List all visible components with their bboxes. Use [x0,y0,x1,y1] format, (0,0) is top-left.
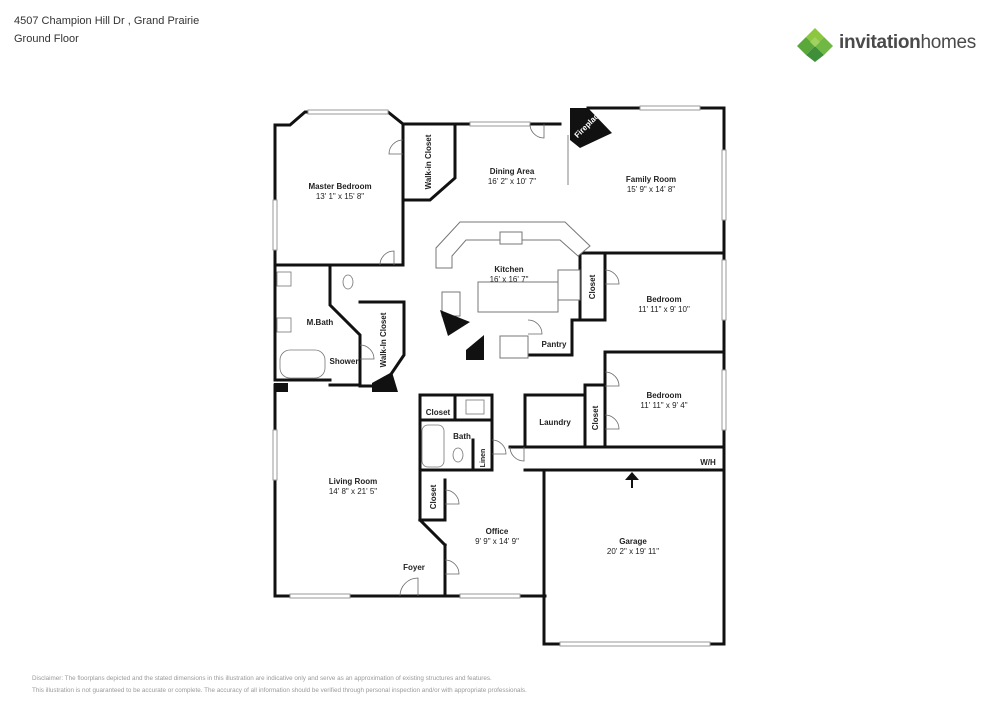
room-name-laundry: Laundry [539,418,571,427]
room-name-master-bedroom: Master Bedroom [308,182,371,191]
room-name-wh: W/H [700,458,716,467]
disclaimer-line-2: This illustration is not guaranteed to b… [32,687,527,694]
room-name-dining-area: Dining Area [490,167,535,176]
room-name-closet-hall: Closet [426,408,451,417]
window [721,259,727,321]
garage-entry-arrow-icon [625,472,639,488]
wall-interior [273,122,405,267]
door [604,371,620,387]
room-dim-family-room: 15' 9" x 14' 8" [627,185,675,194]
sink [276,317,292,333]
garage-door [559,641,711,647]
window [721,369,727,431]
logo-text-bold: invitation [839,32,921,53]
invitation-homes-logo: invitationhomes [797,25,982,65]
room-name-m-bath: M.Bath [307,318,334,327]
fridge [499,335,529,359]
kitchen-island [477,281,559,313]
wall-interior [328,263,362,387]
room-name-linen: Linen [480,449,487,468]
window [721,149,727,221]
door [444,559,460,575]
wall-exterior [273,110,406,127]
wall-interior [526,318,607,357]
door [509,446,525,462]
window [289,593,351,599]
bath-fixtures [276,271,485,468]
structural-fills [274,108,612,392]
column [466,335,484,360]
door [491,439,507,455]
column [274,383,288,392]
toilet [452,447,464,463]
stove [557,269,581,301]
room-name-shower: Shower [330,357,359,366]
room-dim-bedroom-2: 11' 11" x 9' 4" [640,401,687,410]
door [444,489,460,505]
room-name-bedroom-2: Bedroom [646,391,681,400]
room-name-closet-office: Closet [429,484,438,509]
window [639,105,701,111]
wall-interior [523,393,587,449]
room-name-bedroom-1: Bedroom [646,295,681,304]
door [399,577,419,597]
sink [499,231,523,245]
room-name-closet-bed1: Closet [588,274,597,299]
room-dim-office: 9' 9" x 14' 9" [475,537,519,546]
room-name-living-room: Living Room [329,477,377,486]
door [379,250,395,266]
room-dim-living-room: 14' 8" x 21' 5" [329,487,377,496]
room-name-kitchen: Kitchen [494,265,523,274]
wall-interior [401,122,457,202]
wall-interior [578,251,607,322]
bathtub [421,424,445,468]
toilet [342,274,354,290]
diamond-cluster-logo-icon [797,28,833,62]
floor-label: Ground Floor [14,33,79,45]
room-dim-kitchen: 16' x 16' 7" [490,275,529,284]
room-name-walk-in-closet-2: Walk-In Closet [379,312,388,367]
window [272,429,278,481]
room-name-walk-in-closet-1: Walk-in Closet [424,134,433,189]
room-name-family-room: Family Room [626,175,676,184]
fireplace-block [570,108,612,148]
door [604,414,620,430]
room-dim-dining-area: 16' 2" x 10' 7" [488,177,536,186]
door [529,123,545,139]
logo-text-regular: homes [920,32,976,53]
window [469,121,531,127]
window [272,199,278,251]
property-address: 4507 Champion Hill Dr , Grand Prairie [14,15,200,27]
room-name-pantry: Pantry [542,340,567,349]
room-name-foyer: Foyer [403,563,425,572]
column [372,372,398,392]
sink [465,399,485,415]
door-swings [359,123,620,597]
wall-interior [418,393,494,472]
wall-exterior [586,106,726,449]
window [459,593,521,599]
wall-interior [418,468,447,522]
door [604,269,620,285]
sink [276,271,292,287]
room-dim-master-bedroom: 13' 1" x 15' 8" [316,192,364,201]
bathtub [279,349,326,379]
wall-interior [417,517,448,548]
door [359,344,375,360]
window [307,109,389,115]
counter [435,221,591,269]
logo-wordmark: invitationhomes [839,32,976,54]
room-name-bath: Bath [453,432,471,441]
door [527,319,543,335]
room-dim-garage: 20' 2" x 19' 11" [607,547,659,556]
kitchen-counters [435,221,591,359]
disclaimer-line-1: Disclaimer: The floorplans depicted and … [32,675,492,682]
room-name-closet-bed2: Closet [591,405,600,430]
door [388,139,404,155]
room-dim-bedroom-1: 11' 11" x 9' 10" [638,305,690,314]
room-name-garage: Garage [619,537,647,546]
column [440,310,470,336]
room-name-office: Office [486,527,509,536]
